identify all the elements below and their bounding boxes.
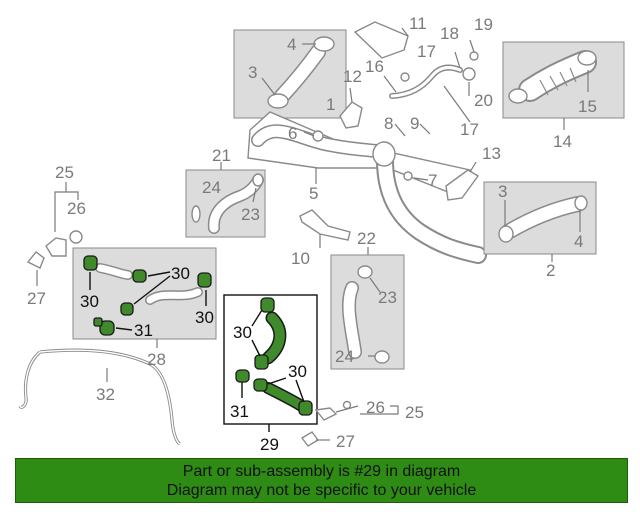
label-30b: 30 [171,264,190,283]
label-3b: 3 [498,182,507,201]
label-25a: 25 [55,163,74,182]
label-27a: 27 [27,289,46,308]
screw-19-icon [469,51,479,61]
banner-line-2: Diagram may not be specific to your vehi… [166,481,477,499]
label-15: 15 [578,97,597,116]
label-22: 22 [357,229,376,248]
clip-27-b-part [300,431,320,447]
intake-hose-left [267,36,335,109]
grommet-26-icon [69,230,83,244]
label-14: 14 [553,132,572,151]
label-21: 21 [212,146,231,165]
label-31a: 31 [134,321,153,340]
label-5: 5 [309,184,318,203]
grommet-20-icon [462,67,476,81]
label-32: 32 [96,385,115,404]
label-25b: 25 [405,403,424,422]
label-12: 12 [343,67,362,86]
label-8: 8 [384,114,393,133]
clamp-17-icon [400,72,410,82]
label-24a: 24 [202,178,221,197]
bracket-part [339,101,363,129]
intake-hose-right [498,195,588,243]
label-2: 2 [546,261,555,280]
bolt-7-icon [403,171,413,181]
air-duct-part [353,21,409,59]
hose-21 [191,173,264,234]
hose-assembly-29 [235,297,313,416]
label-30a: 30 [80,292,99,311]
label-3a: 3 [248,63,257,82]
label-29: 29 [260,435,279,454]
label-23b: 23 [378,288,397,307]
clamp-30-a-icon [83,255,98,271]
clamp-30-g-icon [253,378,268,392]
label-13: 13 [482,144,501,163]
banner-line-1: Part or sub-assembly is #29 in diagram [182,462,461,480]
label-6: 6 [288,124,297,143]
bolt-31-b-icon [235,369,250,383]
label-10: 10 [291,249,310,268]
connector-26-part [45,237,67,257]
label-4b: 4 [574,232,583,251]
label-19: 19 [474,15,493,34]
label-9: 9 [410,114,419,133]
label-16: 16 [365,57,384,76]
clamp-30-d-icon [120,302,134,316]
hose-28 [83,255,212,336]
bolt-31-a-icon [93,317,103,327]
clamp-30-b-icon [132,269,147,283]
label-7: 7 [428,171,437,190]
bellows-hose [508,50,597,104]
box-bellows-assembly [502,41,625,119]
notice-banner: Part or sub-assembly is #29 in diagram D… [15,458,628,503]
label-26b: 26 [366,398,385,417]
label-28: 28 [147,350,166,369]
label-23a: 23 [241,205,260,224]
label-26a: 26 [67,199,86,218]
label-30c: 30 [195,308,214,327]
charge-pipe-main [251,124,487,264]
label-24b: 24 [335,347,354,366]
label-4a: 4 [287,35,296,54]
connector-26-b-part [314,407,338,421]
clip-27-part [26,251,45,269]
label-31b: 31 [230,402,249,421]
label-20: 20 [474,91,493,110]
clamp-30-f-icon [254,354,269,370]
label-17a: 17 [417,42,436,61]
clamp-30-c-icon [197,272,212,288]
bracket-10-part [299,209,351,241]
clamp-30-h-icon [298,400,313,416]
label-27b: 27 [336,432,355,451]
label-30d: 30 [233,323,252,342]
hose-22 [342,265,390,364]
clamp-31-a-icon [99,320,115,336]
label-11: 11 [409,14,427,33]
clamp-30-e-icon [260,297,275,313]
label-30e: 30 [288,362,307,381]
label-1: 1 [326,95,335,114]
bracket-13-part [445,169,480,201]
label-17b: 17 [460,120,479,139]
label-18: 18 [440,24,459,43]
grommet-26-b-icon [342,400,352,410]
